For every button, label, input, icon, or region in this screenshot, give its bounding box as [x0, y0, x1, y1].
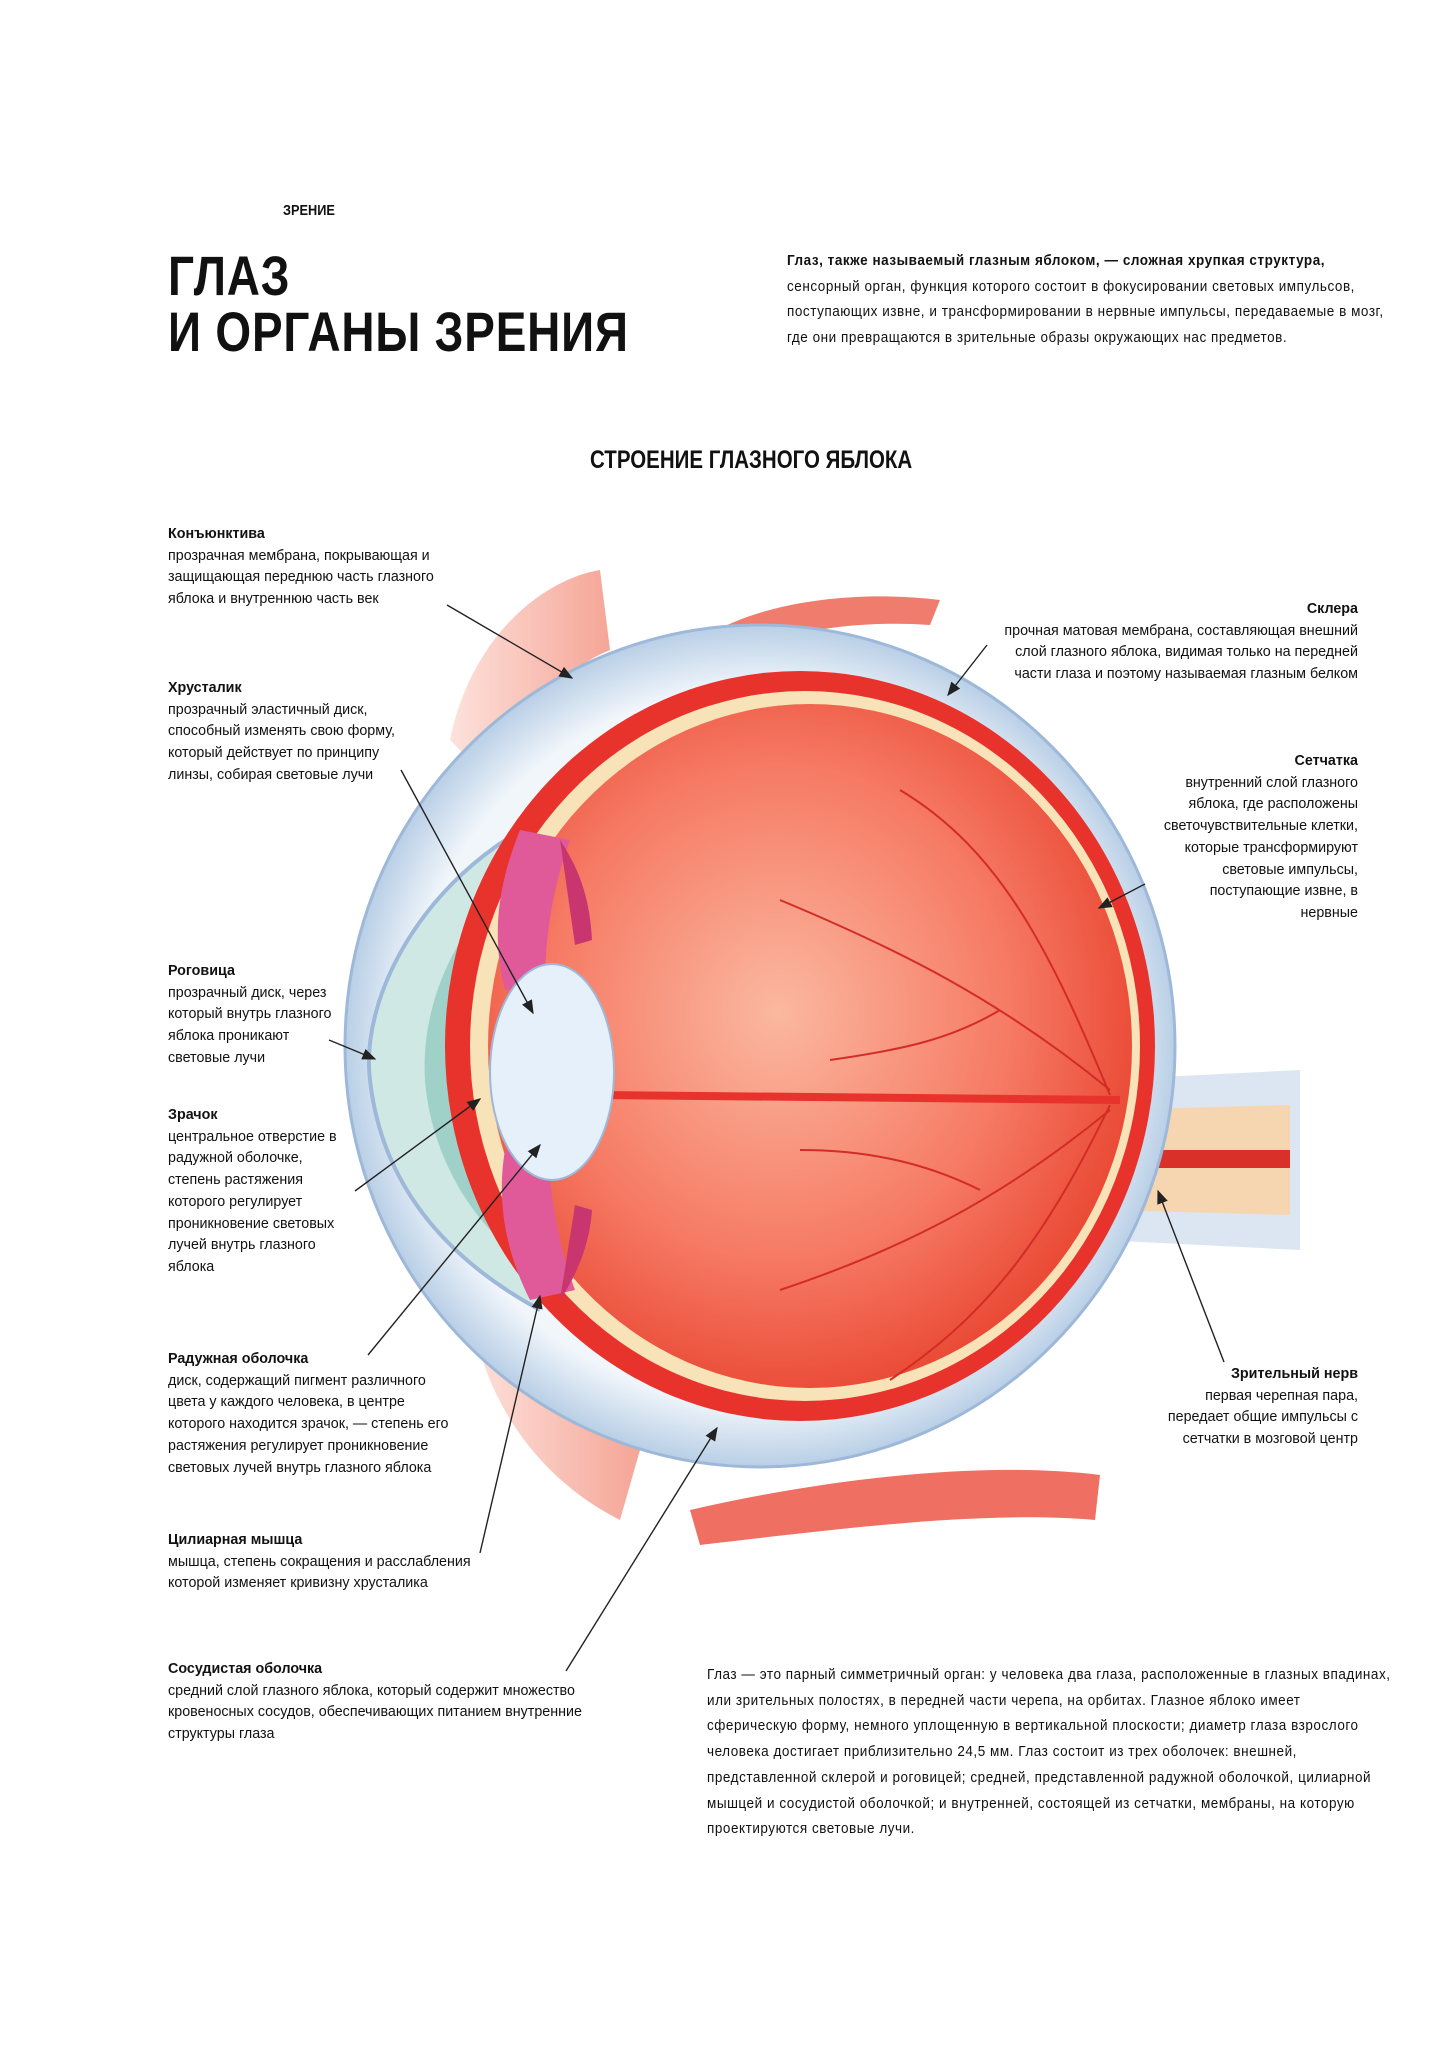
label-desc: прозрачная мембрана, покрывающая и защищ…: [168, 547, 434, 608]
label-title: Хрусталик: [168, 680, 242, 696]
label-choroid: Сосудистая оболочка средний слой глазного…: [168, 1659, 613, 1746]
label-iris: Радужная оболочка диск, содержащий пигмен…: [168, 1349, 463, 1479]
pointer-ciliary: [479, 1294, 543, 1554]
intro-bold: Глаз, также называемый глазным яблоком, …: [787, 252, 1326, 269]
page-title: ГЛАЗ И ОРГАНЫ ЗРЕНИЯ: [168, 248, 629, 360]
label-desc: диск, содержащий пигмент различного цвет…: [168, 1372, 449, 1476]
pointer-choroid: [565, 1426, 718, 1672]
iris-lower: [501, 1150, 575, 1300]
pointer-optic-nerve: [1157, 1189, 1225, 1363]
vitreous-body: [488, 704, 1132, 1388]
label-title: Цилиарная мышца: [168, 1532, 303, 1548]
label-pupil: Зрачок центральное отверстие в радужной о…: [168, 1105, 353, 1279]
pointer-iris: [367, 1143, 541, 1356]
pointer-cornea: [328, 1039, 377, 1060]
iris-upper: [497, 830, 570, 990]
label-title: Радужная оболочка: [168, 1351, 309, 1367]
lower-muscle: [690, 1469, 1100, 1545]
pointer-lens: [400, 769, 534, 1015]
pointer-pupil: [354, 1098, 482, 1192]
label-title: Роговица: [168, 963, 235, 979]
label-optic-nerve: Зрительный нерв первая черепная пара, пер…: [1165, 1364, 1358, 1451]
label-desc: первая черепная пара, передает общие имп…: [1167, 1387, 1358, 1448]
label-desc: прозрачный эластичный диск, способный из…: [168, 701, 395, 783]
label-desc: прочная матовая мембрана, составляющая в…: [1004, 622, 1358, 683]
retinal-vessels: [779, 789, 1111, 1381]
intro-paragraph: Глаз, также называемый глазным яблоком, …: [787, 248, 1399, 351]
label-sclera: Склера прочная матовая мембрана, составля…: [985, 599, 1358, 686]
label-desc: прозрачный диск, через который внутрь гл…: [168, 984, 332, 1066]
section-label: ЗРЕНИЕ: [283, 202, 335, 219]
label-title: Конъюнктива: [168, 526, 265, 542]
pointer-conjunctiva: [446, 604, 574, 679]
label-title: Зрительный нерв: [1230, 1366, 1358, 1382]
label-desc: внутренний слой глазного яблока, где рас…: [1163, 774, 1358, 921]
label-title: Зрачок: [168, 1107, 218, 1123]
title-line-2: И ОРГАНЫ ЗРЕНИЯ: [168, 300, 629, 363]
label-desc: мышца, степень сокращения и расслабления…: [168, 1553, 471, 1592]
intro-text: сенсорный орган, функция которого состои…: [787, 277, 1384, 347]
label-desc: средний слой глазного яблока, который со…: [168, 1682, 582, 1743]
bottom-paragraph: Глаз — это парный симметричный орган: у …: [707, 1666, 1391, 1838]
label-title: Сосудистая оболочка: [168, 1661, 323, 1677]
label-retina: Сетчатка внутренний слой глазного яблока,…: [1150, 751, 1358, 925]
label-title: Склера: [1306, 601, 1358, 617]
pointer-sclera: [947, 644, 988, 697]
title-line-1: ГЛАЗ: [168, 244, 291, 307]
horizontal-section-line: [599, 1091, 1121, 1104]
label-ciliary-muscle: Цилиарная мышца мышца, степень сокращения…: [168, 1530, 488, 1595]
label-lens: Хрусталик прозрачный эластичный диск, спо…: [168, 678, 413, 787]
diagram-title: СТРОЕНИЕ ГЛАЗНОГО ЯБЛОКА: [590, 446, 913, 474]
label-desc: центральное отверстие в радужной оболочк…: [168, 1128, 337, 1275]
lens: [489, 963, 615, 1181]
label-conjunctiva: Конъюнктива прозрачная мембрана, покрываю…: [168, 524, 468, 611]
ciliary-muscle: [560, 840, 592, 1300]
label-title: Сетчатка: [1294, 753, 1358, 769]
label-cornea: Роговица прозрачный диск, через который в…: [168, 961, 348, 1070]
pointer-retina: [1097, 883, 1146, 909]
